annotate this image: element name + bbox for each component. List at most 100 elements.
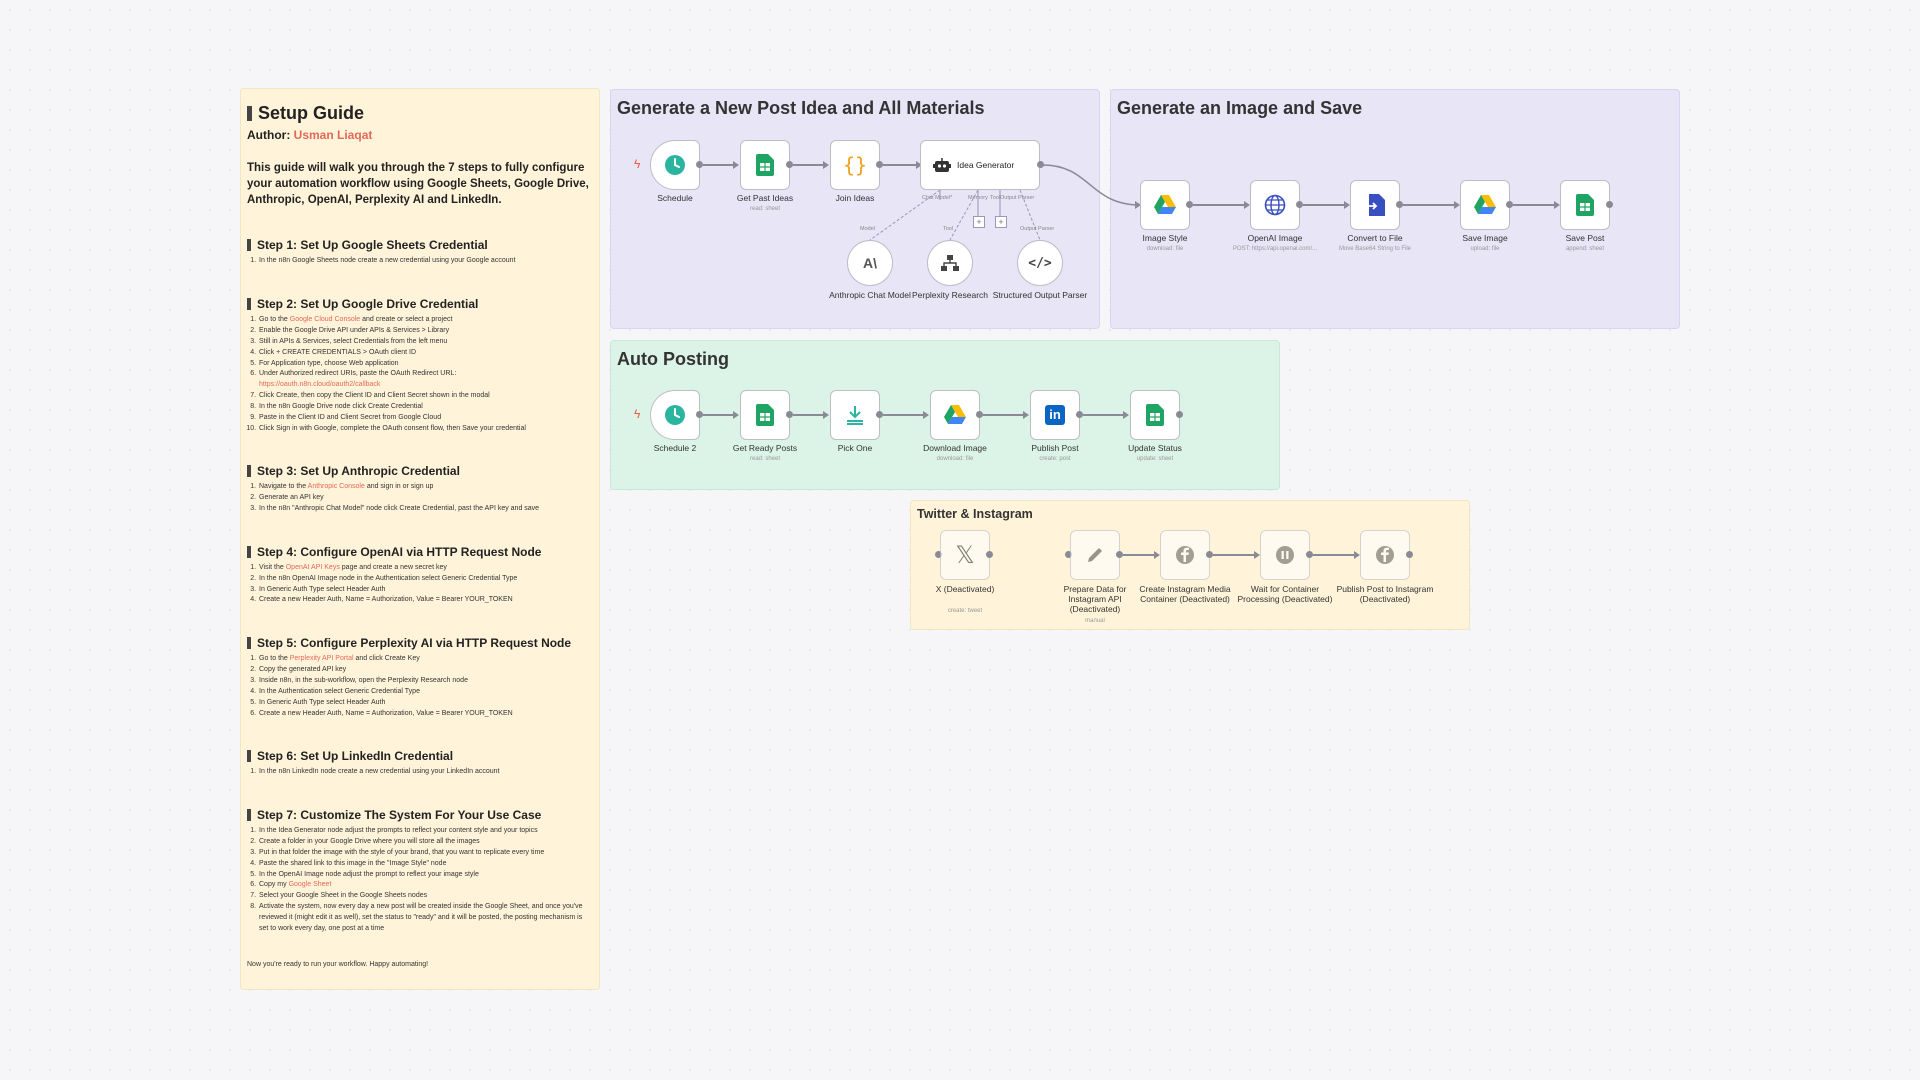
parser-connection xyxy=(1019,189,1041,241)
wire xyxy=(1303,204,1346,206)
step1-title: Step 1: Set Up Google Sheets Credential xyxy=(247,238,593,252)
get-past-ideas-node[interactable] xyxy=(740,140,790,190)
idea-generator-out-port[interactable] xyxy=(1037,161,1044,168)
wire xyxy=(1513,204,1556,206)
step7-list: In the Idea Generator node adjust the pr… xyxy=(247,826,593,934)
pencil-icon xyxy=(1088,548,1102,562)
port[interactable] xyxy=(1606,201,1613,208)
schedule-2-node[interactable] xyxy=(650,390,700,440)
add-memory-icon[interactable]: + xyxy=(995,216,1007,228)
port[interactable] xyxy=(1065,551,1072,558)
save-post-node[interactable] xyxy=(1560,180,1610,230)
structured-output-parser-node[interactable]: </> xyxy=(1017,240,1063,286)
port[interactable] xyxy=(1206,551,1213,558)
perplexity-label: Perplexity Research xyxy=(911,290,989,300)
oauth-redirect-link[interactable]: https://oauth.n8n.cloud/oauth2/callback xyxy=(259,381,381,389)
ig-publish-node[interactable] xyxy=(1360,530,1410,580)
schedule-node[interactable] xyxy=(650,140,700,190)
join-ideas-node[interactable]: {} xyxy=(830,140,880,190)
x-node[interactable]: 𝕏 xyxy=(940,530,990,580)
arrow xyxy=(1344,201,1350,209)
add-tool-icon[interactable]: + xyxy=(973,216,985,228)
get-past-ideas-sub: read: sheet xyxy=(749,206,781,212)
google-cloud-link[interactable]: Google Cloud Console xyxy=(289,316,361,324)
openai-image-sub: POST: https://api.openai.com/... xyxy=(1232,246,1318,252)
idea-to-image-connection xyxy=(1042,164,1141,206)
setup-guide-note[interactable]: Setup Guide Author: Usman Liaqat This gu… xyxy=(240,88,600,990)
arrow xyxy=(823,411,829,419)
parser-conn-label: Output Parser xyxy=(1020,226,1055,232)
port[interactable] xyxy=(1406,551,1413,558)
ig-container-node[interactable] xyxy=(1160,530,1210,580)
tool-port-label: Tool xyxy=(990,195,1001,201)
save-image-sub: upload: file xyxy=(1470,246,1500,252)
google-sheet-link[interactable]: Google Sheet xyxy=(288,881,332,889)
port[interactable] xyxy=(986,551,993,558)
port[interactable] xyxy=(1306,551,1313,558)
arrow xyxy=(823,161,829,169)
wait-label: Wait for Container Processing (Deactivat… xyxy=(1237,584,1333,605)
x-logo-icon: 𝕏 xyxy=(955,541,975,569)
arrow xyxy=(733,161,739,169)
step5-list: Go to the Perplexity API Portal and clic… xyxy=(247,654,593,719)
x-label: X (Deactivated) xyxy=(935,584,995,594)
google-sheets-icon xyxy=(1576,194,1594,216)
pick-one-label: Pick One xyxy=(837,443,873,453)
update-status-label: Update Status xyxy=(1128,443,1182,453)
convert-label: Convert to File xyxy=(1347,233,1403,243)
port[interactable] xyxy=(786,411,793,418)
anthropic-icon: A\ xyxy=(863,255,877,271)
idea-section-note[interactable]: Generate a New Post Idea and All Materia… xyxy=(610,89,1100,329)
clock-icon xyxy=(665,405,685,425)
prepare-data-node[interactable] xyxy=(1070,530,1120,580)
sitemap-icon xyxy=(941,255,959,271)
perplexity-research-node[interactable] xyxy=(927,240,973,286)
save-image-node[interactable] xyxy=(1460,180,1510,230)
image-style-label: Image Style xyxy=(1142,233,1188,243)
ig-container-label: Create Instagram Media Container (Deacti… xyxy=(1139,584,1231,605)
port[interactable] xyxy=(786,161,793,168)
step2-list: Go to the Google Cloud Console and creat… xyxy=(247,315,593,434)
port[interactable] xyxy=(1296,201,1303,208)
port[interactable] xyxy=(1506,201,1513,208)
port[interactable] xyxy=(1176,411,1183,418)
port[interactable] xyxy=(1076,411,1083,418)
anthropic-chat-model-node[interactable]: A\ xyxy=(847,240,893,286)
download-image-node[interactable] xyxy=(930,390,980,440)
download-image-label: Download Image xyxy=(923,443,987,453)
arrow xyxy=(1123,411,1129,419)
wait-node[interactable] xyxy=(1260,530,1310,580)
perplexity-portal-link[interactable]: Perplexity API Portal xyxy=(289,655,354,663)
port[interactable] xyxy=(1186,201,1193,208)
google-sheets-icon xyxy=(756,154,774,176)
openai-image-node[interactable] xyxy=(1250,180,1300,230)
port[interactable] xyxy=(876,161,883,168)
get-ready-posts-label: Get Ready Posts xyxy=(732,443,798,453)
publish-post-node[interactable]: in xyxy=(1030,390,1080,440)
tool-connection xyxy=(949,189,979,241)
get-ready-posts-node[interactable] xyxy=(740,390,790,440)
openai-keys-link[interactable]: OpenAI API Keys xyxy=(285,563,340,571)
save-post-sub: append: sheet xyxy=(1565,246,1605,252)
port[interactable] xyxy=(1396,201,1403,208)
port[interactable] xyxy=(876,411,883,418)
image-style-node[interactable] xyxy=(1140,180,1190,230)
wire xyxy=(703,164,736,166)
port[interactable] xyxy=(976,411,983,418)
anthropic-console-link[interactable]: Anthropic Console xyxy=(307,483,365,491)
pick-one-node[interactable] xyxy=(830,390,880,440)
filter-down-icon xyxy=(847,406,863,425)
convert-to-file-node[interactable] xyxy=(1350,180,1400,230)
update-status-node[interactable] xyxy=(1130,390,1180,440)
arrow xyxy=(1244,201,1250,209)
port[interactable] xyxy=(696,411,703,418)
wire xyxy=(883,164,919,166)
idea-generator-node[interactable]: Idea Generator xyxy=(920,140,1040,190)
wire xyxy=(1313,554,1356,556)
port[interactable] xyxy=(1116,551,1123,558)
prepare-data-sub: manual xyxy=(1085,618,1105,624)
schedule-out-port[interactable] xyxy=(696,161,703,168)
port[interactable] xyxy=(935,551,942,558)
arrow xyxy=(1354,551,1360,559)
